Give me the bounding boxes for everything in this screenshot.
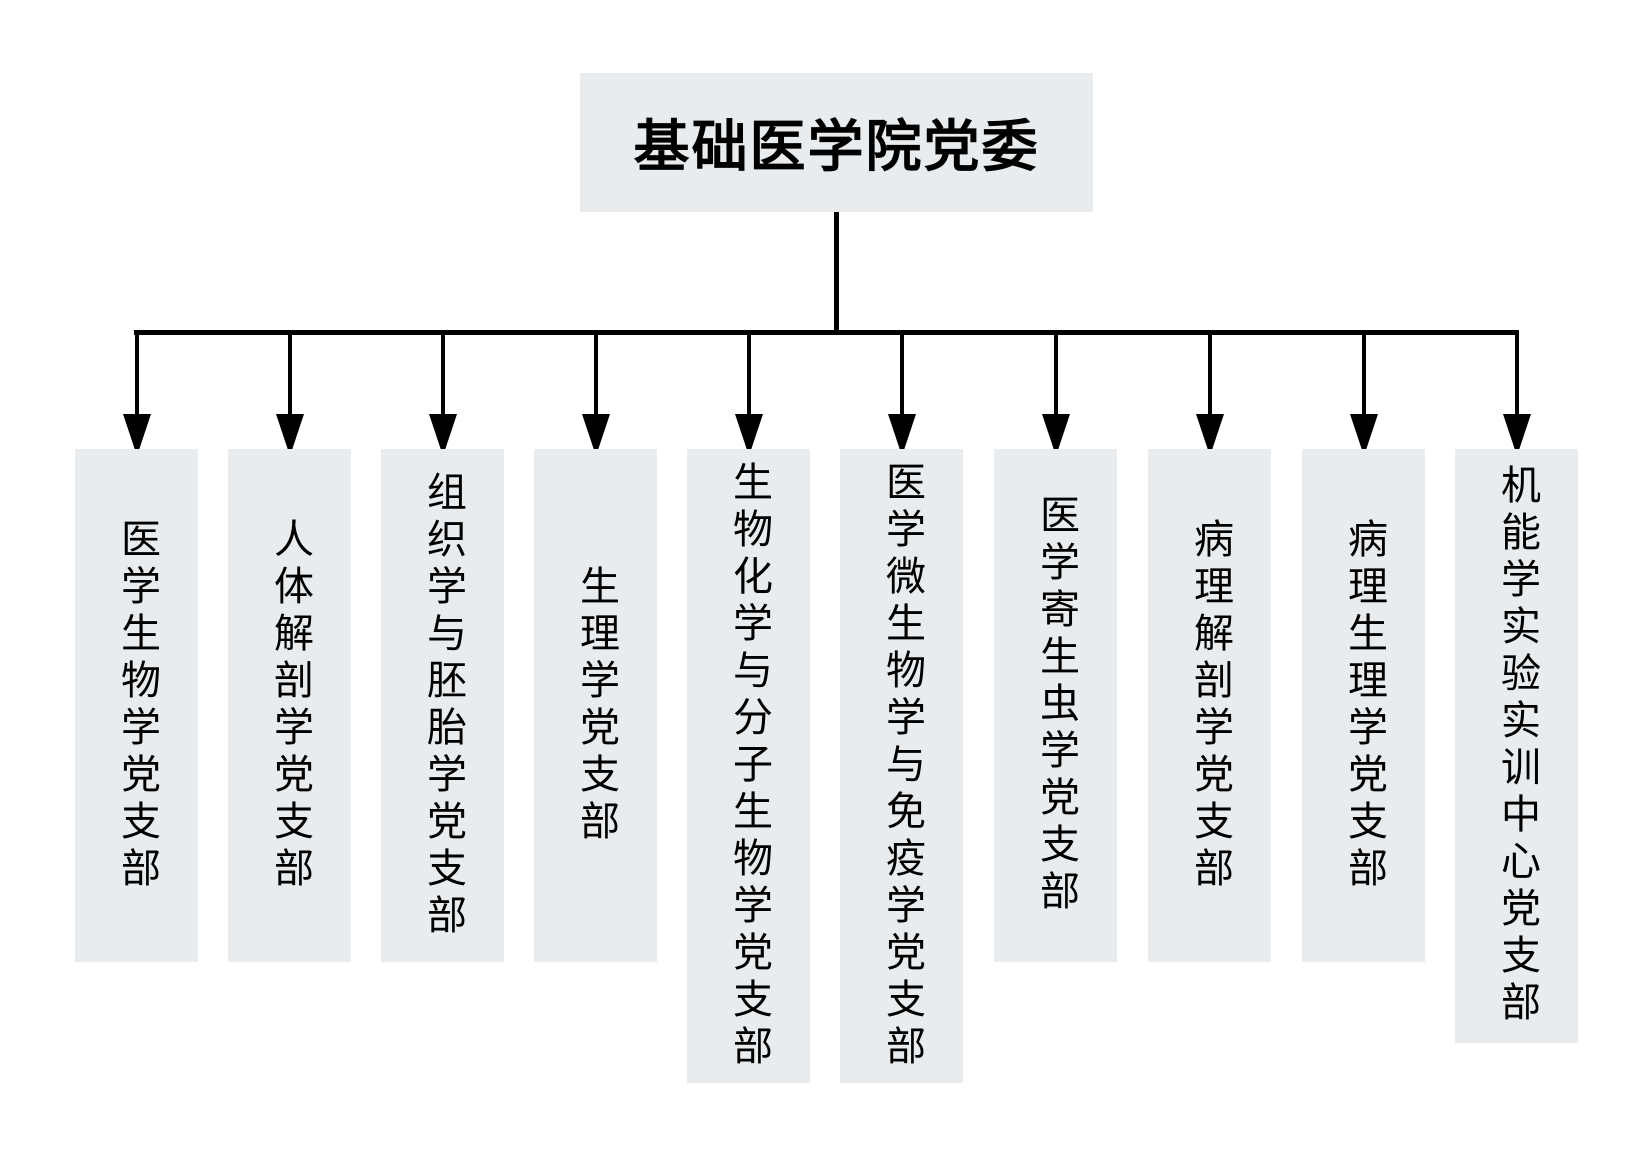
arrow-stem	[1207, 330, 1212, 416]
branch-node-label: 组织学与胚胎学党支部	[420, 470, 466, 941]
branch-node-label: 医学微生物学与免疫学党支部	[879, 460, 925, 1072]
branch-node: 医学寄生虫学党支部	[994, 449, 1117, 962]
branch-node: 人体解剖学党支部	[228, 449, 351, 962]
branch-node: 生物化学与分子生物学党支部	[687, 449, 810, 1083]
root-node-label: 基础医学院党委	[633, 115, 1040, 180]
branch-node: 医学生物学党支部	[75, 449, 198, 962]
branch-node-label: 医学生物学党支部	[114, 517, 160, 894]
branch-node-label: 生理学党支部	[573, 564, 619, 847]
root-node: 基础医学院党委	[580, 73, 1093, 212]
arrow-stem	[899, 330, 904, 416]
branch-node-label: 病理生理学党支部	[1341, 517, 1387, 894]
root-connector-vertical-line	[834, 212, 839, 333]
branch-node: 生理学党支部	[534, 449, 657, 962]
arrow-stem	[134, 330, 139, 416]
arrow-stem	[440, 330, 445, 416]
branch-node: 病理解剖学党支部	[1148, 449, 1271, 962]
branch-node-label: 人体解剖学党支部	[267, 517, 313, 894]
arrow-stem	[1053, 330, 1058, 416]
branch-node: 病理生理学党支部	[1302, 449, 1425, 962]
arrow-stem	[1361, 330, 1366, 416]
branch-node: 组织学与胚胎学党支部	[381, 449, 504, 962]
arrow-stem	[287, 330, 292, 416]
branch-node-label: 生物化学与分子生物学党支部	[726, 460, 772, 1072]
arrow-stem	[1514, 330, 1519, 416]
branch-node-label: 医学寄生虫学党支部	[1033, 494, 1079, 917]
arrow-stem	[746, 330, 751, 416]
branch-node: 机能学实验实训中心党支部	[1455, 449, 1578, 1043]
branch-connector-horizontal-line	[134, 330, 1519, 335]
branch-node: 医学微生物学与免疫学党支部	[840, 449, 963, 1083]
arrow-stem	[593, 330, 598, 416]
branch-node-label: 病理解剖学党支部	[1187, 517, 1233, 894]
branch-node-label: 机能学实验实训中心党支部	[1494, 464, 1540, 1028]
